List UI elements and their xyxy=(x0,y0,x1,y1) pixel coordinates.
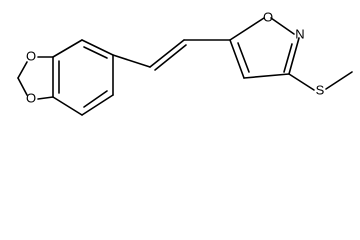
bond-vinyl-double xyxy=(149,39,185,68)
atom-label-sulfur: S xyxy=(316,82,325,97)
methylthio-group xyxy=(288,71,353,91)
bond-o-n xyxy=(270,17,295,35)
bond-c5-o-bottom xyxy=(37,96,54,100)
atom-label-dioxole-oxygen-bottom: O xyxy=(26,90,36,105)
bond-o-bottom-ch2 xyxy=(17,77,28,96)
bond-benzene-inner-2 xyxy=(83,90,108,108)
chemical-structure-diagram: O N S O O xyxy=(17,9,353,116)
bond-o-top-ch2 xyxy=(17,61,28,79)
bond-c3-c4 xyxy=(243,73,290,79)
bond-n-c3 xyxy=(288,37,300,75)
bond-aryl-vinyl xyxy=(112,54,151,68)
bond-c5-o xyxy=(229,17,265,41)
bond-benzene-inner-1 xyxy=(83,46,108,59)
bond-c3-s xyxy=(288,73,315,91)
bond-benzene-c4-c5 xyxy=(52,96,83,116)
benzene-ring xyxy=(52,39,114,116)
bond-n-c3-inner xyxy=(283,43,293,73)
bond-vinyl-double-inner xyxy=(154,44,187,71)
bond-benzene-c1-c2 xyxy=(81,39,114,56)
vinyl-linker xyxy=(112,39,231,71)
bond-c4-c5-inner xyxy=(237,42,250,73)
bond-benzene-c3-c4 xyxy=(81,94,114,116)
atom-label-dioxole-oxygen-top: O xyxy=(26,48,36,63)
atom-label-isoxazole-nitrogen: N xyxy=(295,26,304,41)
dioxole-ring xyxy=(17,56,54,100)
bond-s-methyl xyxy=(325,71,353,90)
atom-labels: O N S O O xyxy=(26,9,325,105)
isoxazole-ring xyxy=(229,17,300,79)
bond-benzene-c6-c1 xyxy=(52,39,83,58)
bond-c4-c5 xyxy=(229,39,245,79)
atom-label-isoxazole-oxygen: O xyxy=(263,9,273,24)
